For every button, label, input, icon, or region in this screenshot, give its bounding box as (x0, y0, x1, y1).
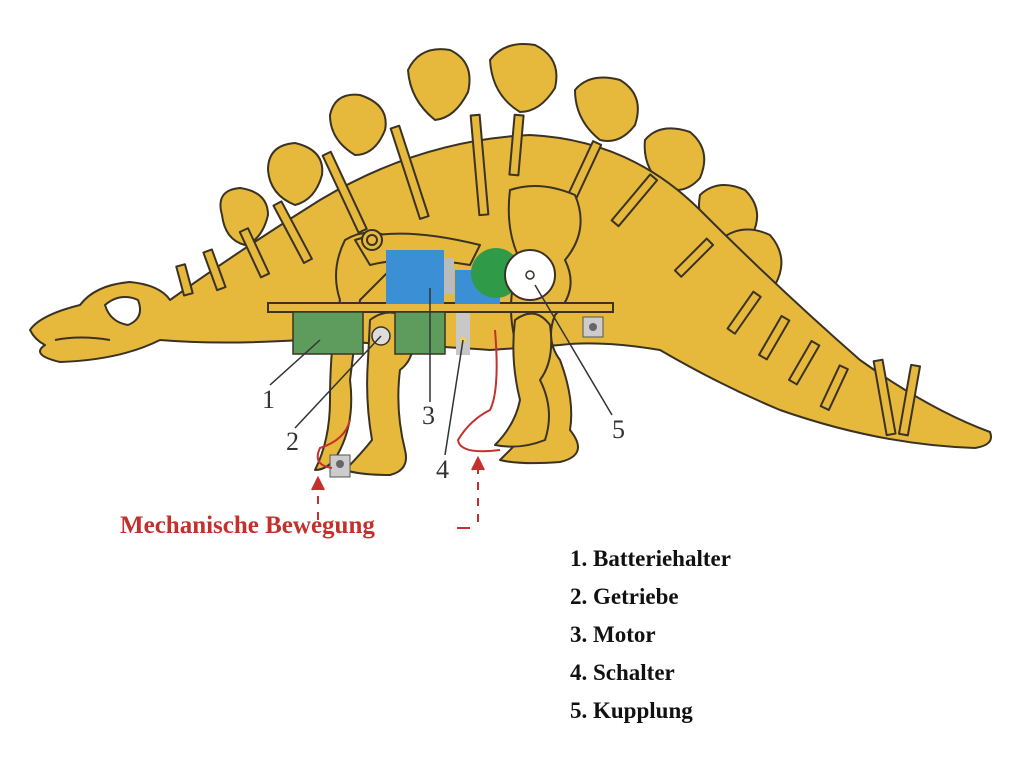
motion-indicators (311, 329, 501, 529)
legend: 1. Batteriehalter 2. Getriebe 3. Motor 4… (570, 540, 731, 730)
legend-item: 4. Schalter (570, 660, 675, 685)
legend-item: 5. Kupplung (570, 698, 693, 723)
mechanism (267, 248, 614, 478)
leader-lines (269, 284, 613, 456)
callout-1: 1 (262, 385, 275, 414)
coupling-wheel (504, 249, 556, 301)
back-spikes (175, 113, 922, 437)
callout-4: 4 (436, 455, 449, 484)
battery-holder (292, 311, 364, 355)
battery-holder-2 (394, 311, 446, 355)
callout-5: 5 (612, 415, 625, 444)
switch (456, 313, 470, 355)
legend-item: 3. Motor (570, 622, 656, 647)
callout-2: 2 (286, 427, 299, 456)
motor (386, 250, 444, 304)
motion-label: Mechanische Bewegung (120, 512, 375, 539)
legend-item: 1. Batteriehalter (570, 546, 731, 571)
callout-3: 3 (422, 401, 435, 430)
hind-leg-back (494, 312, 553, 448)
legend-item: 2. Getriebe (570, 584, 679, 609)
platform (267, 302, 614, 313)
